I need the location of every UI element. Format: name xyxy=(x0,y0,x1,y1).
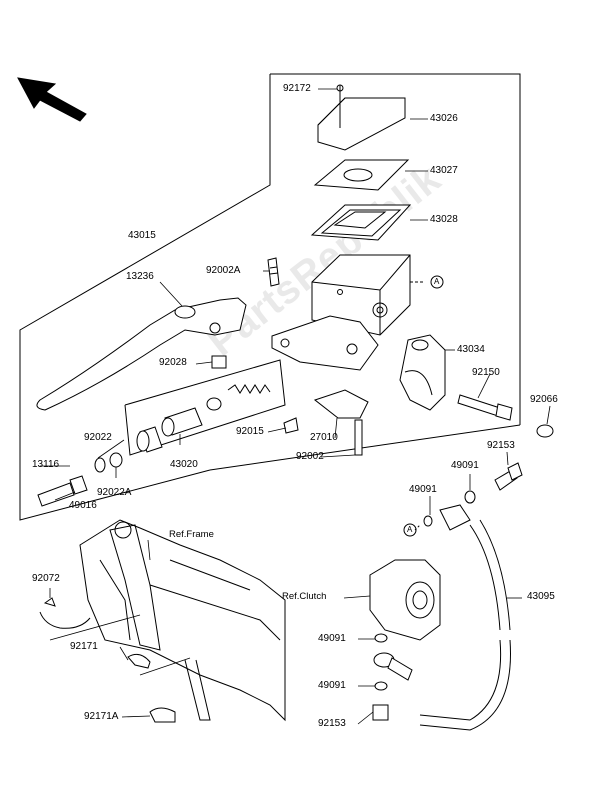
label-49091-top: 49091 xyxy=(451,460,479,471)
label-ref-clutch: Ref.Clutch xyxy=(282,591,327,602)
clamp-92171 xyxy=(127,653,151,669)
callout-a-top-letter: A xyxy=(434,277,440,286)
label-49091-d: 49091 xyxy=(318,680,346,691)
label-49016: 49016 xyxy=(69,500,97,511)
label-43028: 43028 xyxy=(430,214,458,225)
clutch-release-cylinder xyxy=(369,559,441,641)
hose-clamp-92072 xyxy=(39,597,91,629)
sleeve-92028 xyxy=(211,355,227,369)
master-cylinder-body xyxy=(271,254,411,371)
assembly-bracket xyxy=(270,73,521,425)
washer-49091-d xyxy=(374,681,388,691)
banjo-bolt-92153 xyxy=(494,462,523,491)
label-49091-c: 49091 xyxy=(318,633,346,644)
label-49091-mid: 49091 xyxy=(409,484,437,495)
piston-kit-bracket xyxy=(124,359,286,456)
label-43026: 43026 xyxy=(430,113,458,124)
label-43034: 43034 xyxy=(457,344,485,355)
washer-49091-a xyxy=(464,490,476,504)
bolt-92150 xyxy=(457,394,513,421)
clamp-92171A xyxy=(149,707,176,723)
label-92153-bottom: 92153 xyxy=(318,718,346,729)
bolt-92153-lower xyxy=(372,704,389,721)
label-92171: 92171 xyxy=(70,641,98,652)
label-92028: 92028 xyxy=(159,357,187,368)
label-27010: 27010 xyxy=(310,432,338,443)
label-92015: 92015 xyxy=(236,426,264,437)
dust-boot-92015 xyxy=(283,417,299,434)
callout-a-top xyxy=(430,275,444,289)
washer-49091-b xyxy=(423,515,433,527)
callout-a-bottom-letter: A xyxy=(407,525,413,534)
push-rod-13116 xyxy=(37,475,88,507)
circlip-92022 xyxy=(94,457,106,473)
label-92171A: 92171A xyxy=(84,711,119,722)
label-92153-top: 92153 xyxy=(487,440,515,451)
label-92066: 92066 xyxy=(530,394,558,405)
washer-49091-c xyxy=(374,633,388,643)
diaphragm xyxy=(310,204,412,241)
label-92022A: 92022A xyxy=(97,487,132,498)
label-43027: 43027 xyxy=(430,165,458,176)
label-13236: 13236 xyxy=(126,271,154,282)
cap-92066 xyxy=(536,424,554,438)
direction-arrow-icon xyxy=(17,77,87,122)
label-43020: 43020 xyxy=(170,459,198,470)
frame-outline xyxy=(79,519,286,722)
label-92072: 92072 xyxy=(32,573,60,584)
label-ref-frame: Ref.Frame xyxy=(169,529,214,540)
banjo-fitting xyxy=(373,652,413,681)
label-13116: 13116 xyxy=(32,459,60,470)
label-43095: 43095 xyxy=(527,591,555,602)
bolt-92002A xyxy=(267,257,280,287)
piston-spring xyxy=(227,384,271,394)
switch-27010 xyxy=(313,389,369,419)
screw-92002 xyxy=(354,419,363,456)
washer-92022A xyxy=(109,452,123,468)
piston-cups xyxy=(136,397,222,453)
label-92022: 92022 xyxy=(84,432,112,443)
clamp-43034 xyxy=(399,334,446,411)
callout-a-bottom xyxy=(403,523,417,537)
brake-hose-43095 xyxy=(419,504,511,731)
label-92002: 92002 xyxy=(296,451,324,462)
clutch-lever xyxy=(36,297,247,411)
label-92150: 92150 xyxy=(472,367,500,378)
label-43015: 43015 xyxy=(128,230,156,241)
reservoir-diaphragm-plate xyxy=(313,159,410,191)
reservoir-cap xyxy=(317,84,406,151)
label-92172: 92172 xyxy=(283,83,311,94)
label-92002A: 92002A xyxy=(206,265,241,276)
